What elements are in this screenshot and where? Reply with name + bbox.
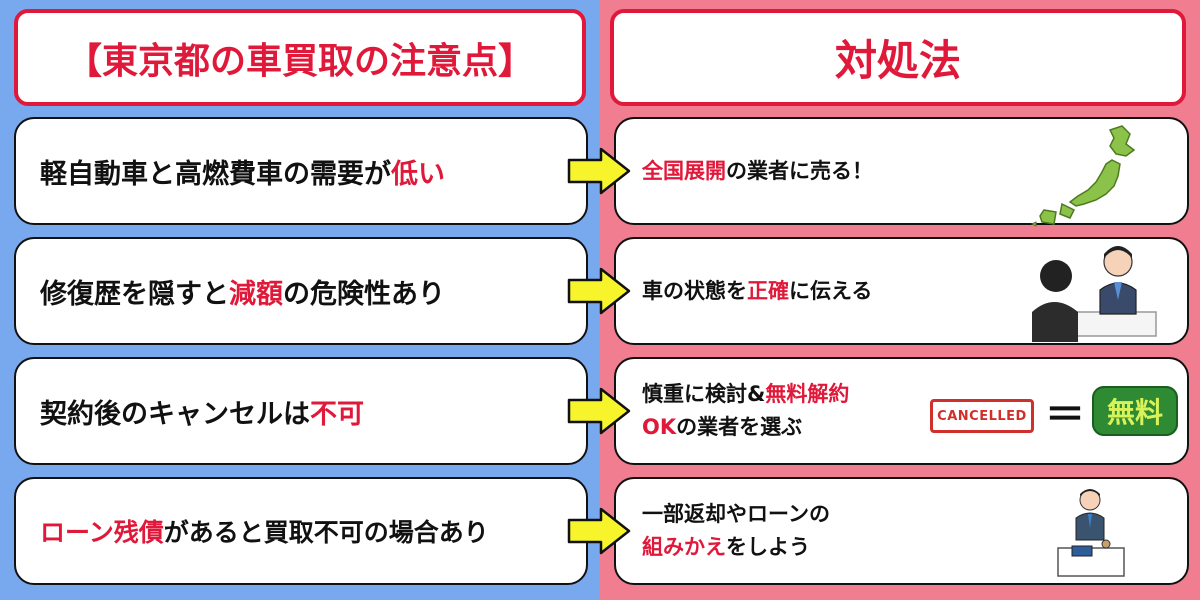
problem-box-4: ローン残債があると買取不可の場合あり: [14, 477, 588, 585]
japan-map-icon: [1030, 125, 1136, 227]
left-header-text: 【東京都の車買取の注意点】: [65, 40, 534, 82]
problem-box-1: 軽自動車と高燃費車の需要が低い: [14, 117, 588, 225]
problem-text-3: 契約後のキャンセルは不可: [40, 398, 364, 430]
solution-box-1: 全国展開の業者に売る！: [614, 117, 1189, 225]
solution-text-4: 一部返却やローンの 組みかえをしよう: [642, 502, 830, 559]
cancelled-stamp: CANCELLED: [930, 399, 1034, 433]
free-badge: 無料: [1092, 386, 1178, 436]
arrow-right-icon: [567, 387, 631, 435]
right-header-text: 対処法: [834, 36, 961, 85]
problem-text-2: 修復歴を隠すと減額の危険性あり: [40, 278, 445, 310]
solution-text-2: 車の状態を正確に伝える: [642, 278, 873, 303]
problem-text-4: ローン残債があると買取不可の場合あり: [40, 518, 489, 547]
arrow-right-icon: [567, 147, 631, 195]
businessman-desk-icon: [1057, 489, 1125, 577]
arrow-right-icon: [567, 507, 631, 555]
equals-sign: ＝: [1045, 392, 1085, 438]
arrow-right-icon: [567, 267, 631, 315]
problem-text-1: 軽自動車と高燃費車の需要が低い: [40, 158, 445, 190]
solution-text-1: 全国展開の業者に売る！: [642, 158, 873, 183]
right-header: 対処法: [610, 9, 1186, 106]
solution-text-3: 慎重に検討&無料解約 OKの業者を選ぶ: [642, 382, 850, 439]
problem-box-2: 修復歴を隠すと減額の危険性あり: [14, 237, 588, 345]
solution-box-2: 車の状態を正確に伝える: [614, 237, 1189, 345]
left-header: 【東京都の車買取の注意点】: [14, 9, 586, 106]
consultation-people-icon: [1032, 246, 1157, 342]
problem-box-3: 契約後のキャンセルは不可: [14, 357, 588, 465]
